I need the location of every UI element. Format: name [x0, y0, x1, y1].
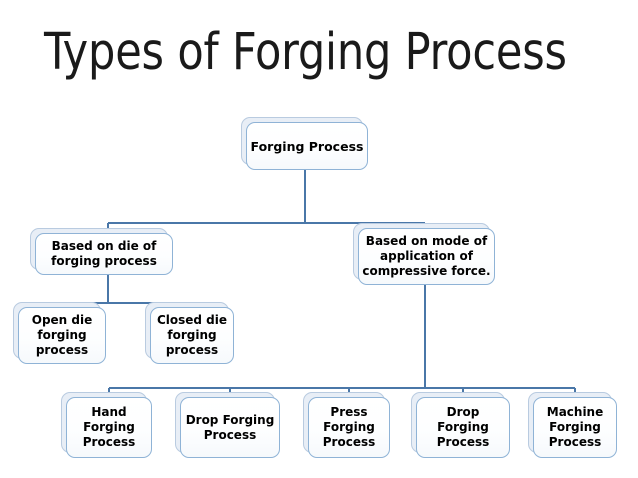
- node-label: Based on die of forging process: [51, 239, 157, 268]
- node-label: Hand Forging Process: [82, 405, 136, 449]
- node-card: Hand Forging Process: [66, 397, 152, 458]
- node-machine-forging-process[interactable]: Machine Forging Process: [528, 392, 617, 458]
- node-label: Drop Forging Process: [185, 412, 275, 442]
- node-based-on-mode[interactable]: Based on mode of application of compress…: [353, 223, 495, 285]
- node-open-die-forging[interactable]: Open die forging process: [13, 302, 106, 364]
- node-card: Based on die of forging process: [35, 233, 173, 275]
- node-press-forging-process[interactable]: Press Forging Process: [303, 392, 390, 458]
- node-card: Closed die forging process: [150, 307, 234, 364]
- node-drop-forging-process-1[interactable]: Drop Forging Process: [175, 392, 280, 458]
- node-label: Press Forging Process: [322, 405, 376, 449]
- node-card: Forging Process: [246, 122, 368, 170]
- node-closed-die-forging[interactable]: Closed die forging process: [145, 302, 234, 364]
- node-card: Drop Forging Process: [416, 397, 510, 458]
- node-card: Open die forging process: [18, 307, 106, 364]
- node-label: Open die forging process: [31, 313, 93, 357]
- node-label: Drop Forging Process: [436, 405, 490, 449]
- node-card: Based on mode of application of compress…: [358, 228, 495, 285]
- node-card: Drop Forging Process: [180, 397, 280, 458]
- node-label: Forging Process: [250, 138, 364, 154]
- node-forging-process[interactable]: Forging Process: [241, 117, 368, 170]
- node-label: Closed die forging process: [156, 313, 228, 357]
- node-based-on-die[interactable]: Based on die of forging process: [30, 228, 173, 275]
- node-card: Press Forging Process: [308, 397, 390, 458]
- node-card: Machine Forging Process: [533, 397, 617, 458]
- page-title: Types of Forging Process: [44, 23, 567, 82]
- node-label: Machine Forging Process: [546, 405, 604, 449]
- node-drop-forging-process-2[interactable]: Drop Forging Process: [411, 392, 510, 458]
- node-hand-forging-process[interactable]: Hand Forging Process: [61, 392, 152, 458]
- node-label: Based on mode of application of compress…: [362, 234, 491, 278]
